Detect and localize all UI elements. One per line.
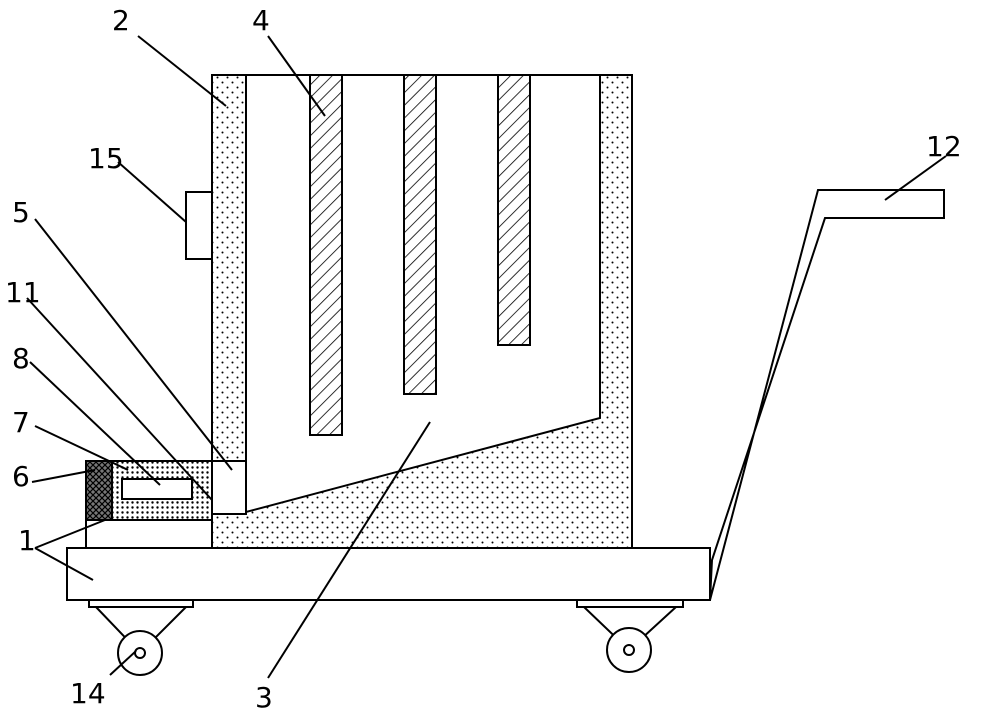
label-1: 1 — [18, 524, 36, 557]
rod-1 — [310, 75, 342, 435]
label-14: 14 — [70, 677, 106, 710]
wheel-left — [89, 600, 193, 675]
wheel-right — [577, 600, 683, 672]
support-block — [86, 520, 212, 548]
label-4: 4 — [252, 4, 270, 37]
control-box — [186, 192, 212, 259]
label-7: 7 — [12, 406, 30, 439]
label-11: 11 — [5, 276, 41, 309]
base-plate — [67, 548, 710, 600]
label-6: 6 — [12, 460, 30, 493]
rod-2 — [404, 75, 436, 394]
label-12: 12 — [926, 130, 962, 163]
outlet-pipe — [212, 461, 246, 514]
end-cap — [86, 461, 112, 520]
rod-3 — [498, 75, 530, 345]
label-15: 15 — [88, 142, 124, 175]
label-2: 2 — [112, 4, 130, 37]
label-3: 3 — [255, 681, 273, 714]
handle — [710, 190, 944, 600]
label-8: 8 — [12, 342, 30, 375]
label-5: 5 — [12, 196, 30, 229]
